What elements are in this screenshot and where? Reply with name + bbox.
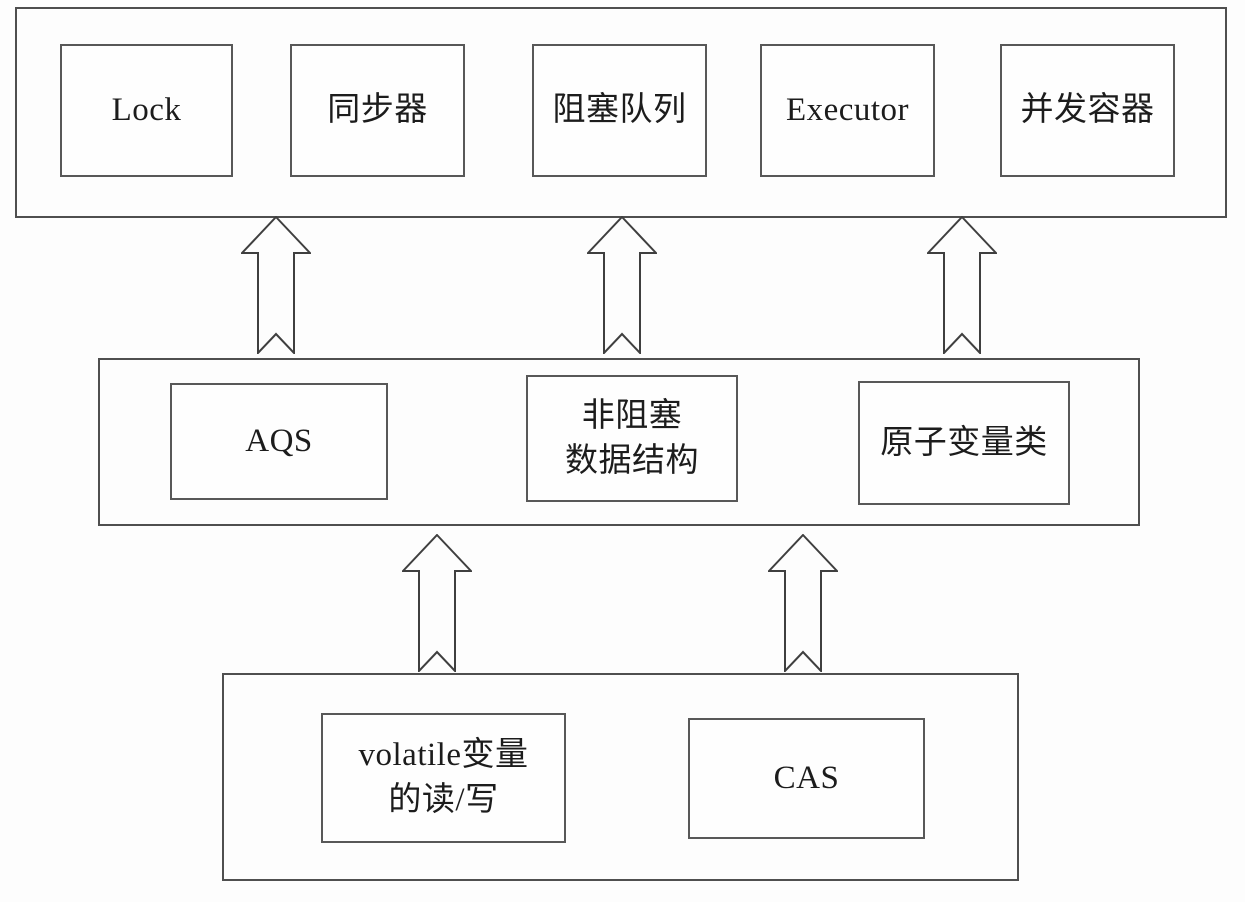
up-arrow-middle-to-top-right	[927, 216, 997, 354]
box-nonblocking-data-structure: 非阻塞 数据结构	[526, 375, 738, 502]
up-arrow-middle-to-top-left	[241, 216, 311, 354]
box-concurrent-container: 并发容器	[1000, 44, 1175, 177]
box-nonblocking-data-structure-label: 非阻塞 数据结构	[565, 397, 699, 479]
box-concurrent-container-label: 并发容器	[1020, 92, 1155, 129]
box-volatile-read-write-label: volatile变量 的读/写	[358, 737, 529, 818]
box-executor-label: Executor	[785, 92, 910, 129]
box-atomic-variable-classes: 原子变量类	[858, 381, 1070, 505]
box-synchronizer: 同步器	[290, 44, 465, 177]
box-volatile-read-write: volatile变量 的读/写	[321, 713, 566, 843]
box-atomic-variable-classes-label: 原子变量类	[880, 424, 1048, 461]
box-aqs-label: AQS	[245, 423, 313, 460]
box-cas: CAS	[688, 718, 925, 839]
box-executor: Executor	[760, 44, 935, 177]
up-arrow-middle-to-top-center	[587, 216, 657, 354]
box-blocking-queue: 阻塞队列	[532, 44, 707, 177]
box-lock-label: Lock	[111, 92, 182, 129]
box-synchronizer-label: 同步器	[327, 92, 428, 129]
box-cas-label: CAS	[773, 760, 840, 797]
box-lock: Lock	[60, 44, 233, 177]
box-blocking-queue-label: 阻塞队列	[552, 92, 687, 129]
box-aqs: AQS	[170, 383, 388, 500]
up-arrow-bottom-to-middle-right	[768, 534, 838, 672]
up-arrow-bottom-to-middle-left	[402, 534, 472, 672]
